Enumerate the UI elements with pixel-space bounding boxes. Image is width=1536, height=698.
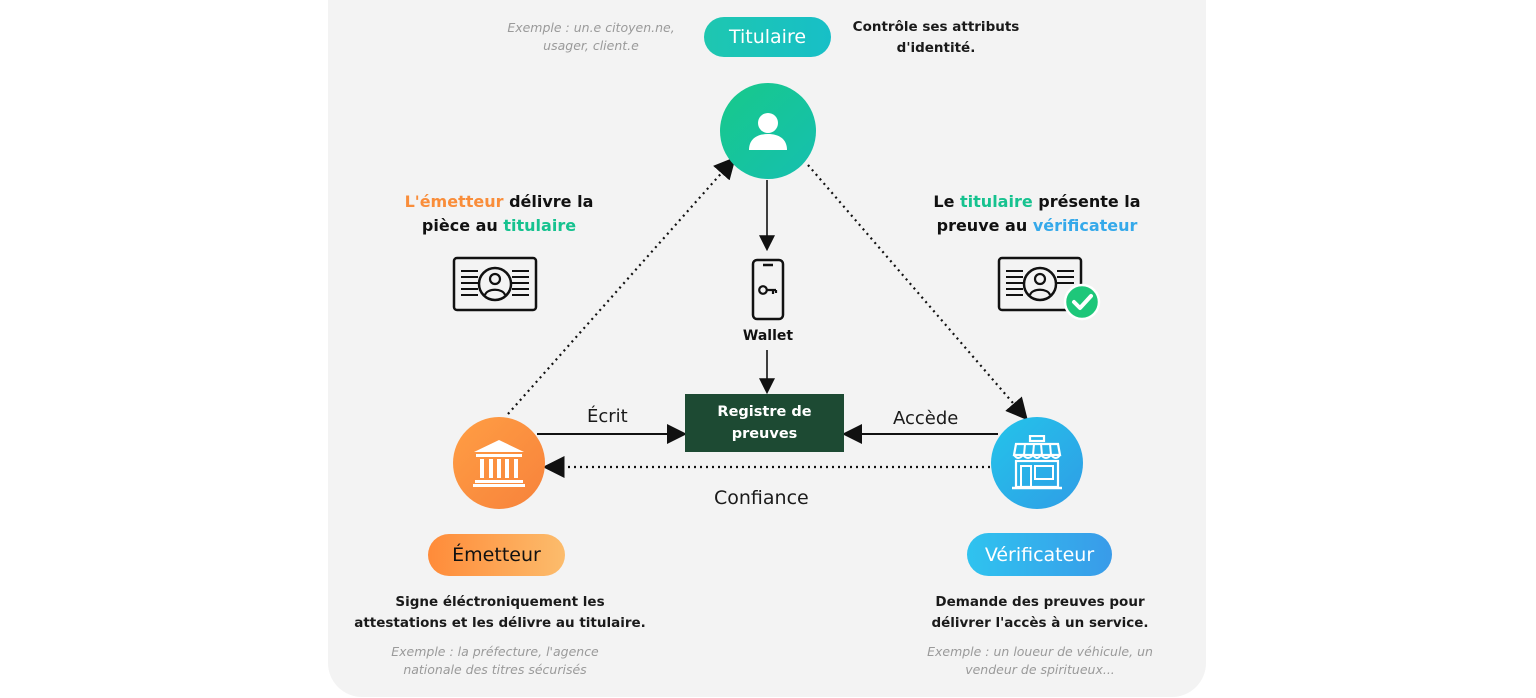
issuer-label: Émetteur bbox=[452, 544, 541, 566]
holder-example-line1: Exemple : un.e citoyen.ne, bbox=[507, 20, 675, 35]
holder-label: Titulaire bbox=[728, 26, 807, 48]
issuer-pill: Émetteur bbox=[428, 534, 565, 576]
writes-label: Écrit bbox=[587, 406, 628, 427]
bank-icon bbox=[473, 440, 525, 487]
present-step-l1-start: Le bbox=[933, 192, 961, 211]
issue-step-holder-word: titulaire bbox=[503, 216, 577, 235]
holder-example-line2: usager, client.e bbox=[543, 38, 639, 53]
holder-to-verifier-arrow bbox=[807, 164, 1028, 421]
issue-step-l1-rest: délivre la bbox=[503, 192, 594, 211]
registry-line1: Registre de bbox=[717, 404, 812, 420]
verifier-label: Vérificateur bbox=[984, 543, 1095, 566]
trust-label: Confiance bbox=[714, 487, 809, 509]
verifier-desc-line1: Demande des preuves pour bbox=[935, 594, 1145, 610]
wallet-label: Wallet bbox=[742, 328, 794, 344]
holder-desc-line1: Contrôle ses attributs bbox=[852, 19, 1020, 35]
issue-step-l2-start: pièce au bbox=[421, 216, 504, 235]
present-step-l1-rest: présente la bbox=[1032, 192, 1141, 211]
user-icon bbox=[749, 113, 787, 150]
issuer-example: Exemple : la préfecture, l'agence nation… bbox=[360, 643, 630, 679]
shop-icon bbox=[1012, 435, 1062, 490]
issuer-description: Signe éléctroniquement les attestations … bbox=[345, 592, 655, 634]
issuer-to-holder-arrow bbox=[507, 156, 736, 415]
issue-step-text: L'émetteur délivre la pièce au titulaire bbox=[396, 190, 602, 238]
holder-example: Exemple : un.e citoyen.ne, usager, clien… bbox=[500, 19, 682, 55]
holder-node bbox=[720, 83, 816, 179]
verifier-desc-line2: délivrer l'accès à un service. bbox=[931, 615, 1149, 631]
issuer-desc-line2: attestations et les délivre au titulaire… bbox=[354, 615, 646, 631]
present-step-verifier-word: vérificateur bbox=[1032, 216, 1138, 235]
verifier-example-line1: Exemple : un loueur de véhicule, un bbox=[927, 644, 1153, 659]
registry-line2: preuves bbox=[731, 426, 798, 442]
issuer-example-line2: nationale des titres sécurisés bbox=[403, 662, 587, 677]
present-step-text: Le titulaire présente la preuve au vérif… bbox=[925, 190, 1149, 238]
issuer-example-line1: Exemple : la préfecture, l'agence bbox=[391, 644, 599, 659]
phone-key-icon bbox=[751, 258, 785, 321]
verifier-example-line2: vendeur de spiritueux... bbox=[965, 662, 1115, 677]
holder-description: Contrôle ses attributs d'identité. bbox=[848, 17, 1024, 59]
holder-pill: Titulaire bbox=[704, 17, 831, 57]
verifier-node bbox=[991, 417, 1083, 509]
issuer-desc-line1: Signe éléctroniquement les bbox=[395, 594, 605, 610]
present-step-l2-start: preuve au bbox=[936, 216, 1033, 235]
verifier-example: Exemple : un loueur de véhicule, un vend… bbox=[905, 643, 1175, 679]
accesses-label: Accède bbox=[893, 408, 959, 429]
verified-id-card-icon bbox=[997, 256, 1101, 321]
verifier-description: Demande des preuves pour délivrer l'accè… bbox=[915, 592, 1165, 634]
issuer-node bbox=[453, 417, 545, 509]
issue-step-issuer-word: L'émetteur bbox=[404, 192, 504, 211]
present-step-holder-word: titulaire bbox=[960, 192, 1033, 211]
verifier-pill: Vérificateur bbox=[967, 533, 1112, 576]
holder-desc-line2: d'identité. bbox=[896, 40, 976, 56]
registry-box: Registre de preuves bbox=[685, 394, 844, 452]
id-card-icon bbox=[452, 256, 538, 312]
